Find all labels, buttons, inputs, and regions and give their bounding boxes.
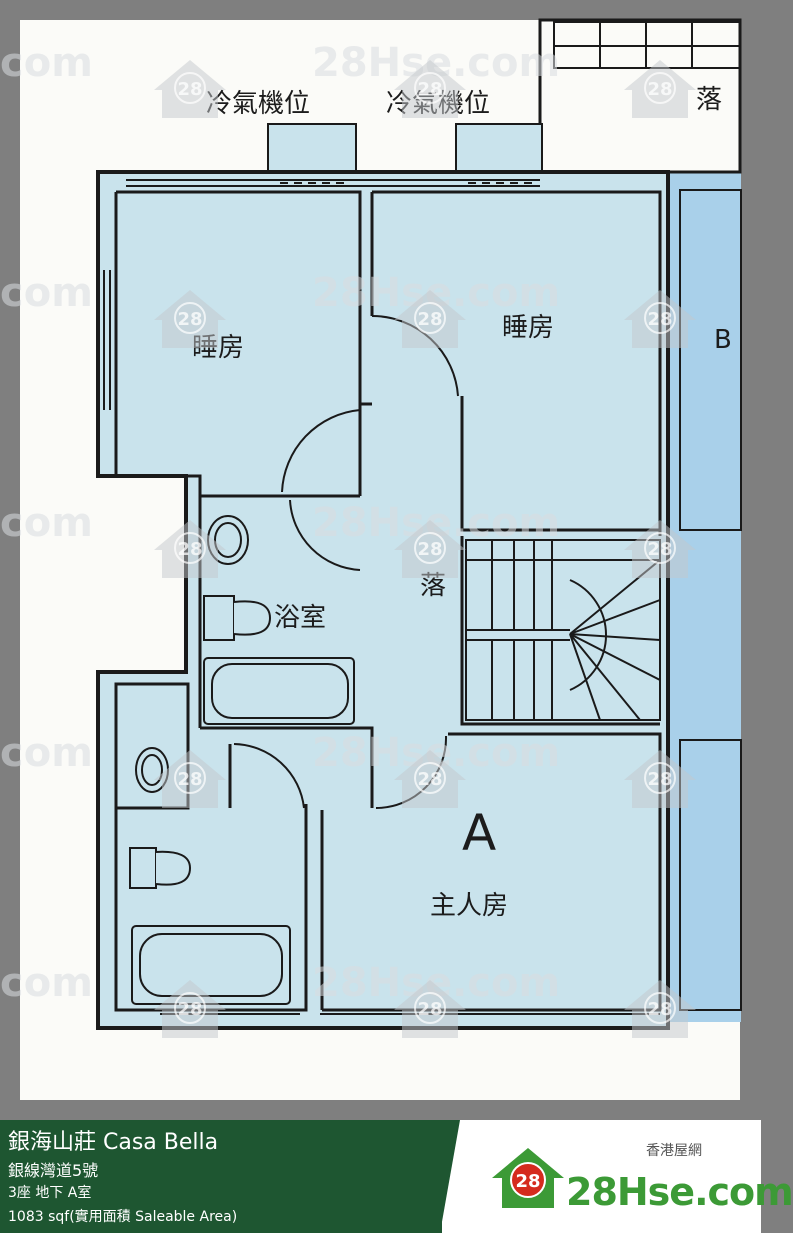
watermark-badge: 28 <box>417 309 442 330</box>
watermark-partial: com <box>0 270 93 316</box>
watermark-house-icon <box>624 60 696 118</box>
watermark-badge-ring <box>644 72 676 104</box>
watermark-badge: 28 <box>417 539 442 560</box>
watermark-partial: com <box>0 40 93 86</box>
watermark-badge: 28 <box>177 309 202 330</box>
watermark-badge-ring <box>414 532 446 564</box>
watermark-badge: 28 <box>647 769 672 790</box>
watermark-badge: 28 <box>177 79 202 100</box>
watermark-badge: 28 <box>647 539 672 560</box>
bedroom-2-label: 睡房 <box>502 313 554 343</box>
watermark-badge-ring <box>174 72 206 104</box>
watermark-badge: 28 <box>177 539 202 560</box>
watermark-badge: 28 <box>647 79 672 100</box>
watermark-badge-ring <box>174 992 206 1024</box>
watermark-badge-ring <box>644 532 676 564</box>
watermark-house-icon <box>394 520 466 578</box>
logo-badge: 28 <box>515 1171 540 1192</box>
watermark-badge: 28 <box>647 999 672 1020</box>
watermark-badge-ring <box>174 532 206 564</box>
watermark-house-icon <box>624 520 696 578</box>
watermark-badge-ring <box>414 72 446 104</box>
watermark-badge: 28 <box>647 309 672 330</box>
neighbor-label: B <box>714 325 732 355</box>
watermark-house-icon <box>394 290 466 348</box>
watermark-partial: com <box>0 960 93 1006</box>
footer: 銀海山莊 Casa Bella 銀線灣道5號 3座 地下 A室 1083 sqf… <box>0 1120 793 1233</box>
watermark-badge-ring <box>644 762 676 794</box>
property-address: 銀線灣道5號 <box>8 1161 99 1180</box>
watermark-badge-ring <box>644 992 676 1024</box>
watermark-house-icon <box>394 60 466 118</box>
watermark-house-icon <box>624 750 696 808</box>
watermark-house-icon <box>154 290 226 348</box>
floor-plan: 冷氣機位 冷氣機位 落 睡房 睡房 B 落 浴室 A 主人房 com28Hse.… <box>0 18 742 1100</box>
watermark-badge: 28 <box>177 999 202 1020</box>
watermark-house-icon <box>394 980 466 1038</box>
ac-label-1: 冷氣機位 <box>206 89 310 119</box>
watermark-house-icon <box>154 520 226 578</box>
logo-subtitle: 香港屋網 <box>646 1143 702 1159</box>
ac-platform-1 <box>267 123 357 179</box>
watermark-badge-ring <box>414 992 446 1024</box>
property-unit: 3座 地下 A室 <box>8 1185 92 1201</box>
watermark-house-icon <box>154 980 226 1038</box>
lobby-top-label: 落 <box>696 85 722 115</box>
ac-platform-2 <box>455 123 543 179</box>
watermark-partial: com <box>0 500 93 546</box>
watermark-badge-ring <box>174 302 206 334</box>
watermark-house-icon <box>394 750 466 808</box>
watermark-house-icon <box>154 60 226 118</box>
logo-wordmark: 28Hse.com <box>566 1170 793 1214</box>
watermark-house-icon <box>624 290 696 348</box>
property-info-panel: 銀海山莊 Casa Bella 銀線灣道5號 3座 地下 A室 1083 sqf… <box>0 1120 442 1233</box>
unit-label: A <box>462 804 496 862</box>
watermark-badge: 28 <box>417 999 442 1020</box>
watermark-house-icon <box>154 750 226 808</box>
property-name: 銀海山莊 Casa Bella <box>8 1130 219 1155</box>
watermark-badge-ring <box>644 302 676 334</box>
brand-logo: 28 香港屋網 28Hse.com <box>488 1134 793 1224</box>
property-area: 1083 sqf(實用面積 Saleable Area) <box>8 1209 238 1225</box>
bathroom-label: 浴室 <box>274 603 326 633</box>
house-icon: 28 <box>492 1148 564 1208</box>
watermark-badge: 28 <box>417 769 442 790</box>
watermark-partial: com <box>0 730 93 776</box>
neighbor-unit <box>668 172 741 1022</box>
staircase <box>465 539 661 721</box>
watermark-house-icon <box>624 980 696 1038</box>
watermark-badge: 28 <box>177 769 202 790</box>
watermark-badge-ring <box>414 302 446 334</box>
watermark-badge-ring <box>174 762 206 794</box>
watermark-badge-ring <box>414 762 446 794</box>
watermark-badge: 28 <box>417 79 442 100</box>
master-bedroom-label: 主人房 <box>430 891 508 921</box>
